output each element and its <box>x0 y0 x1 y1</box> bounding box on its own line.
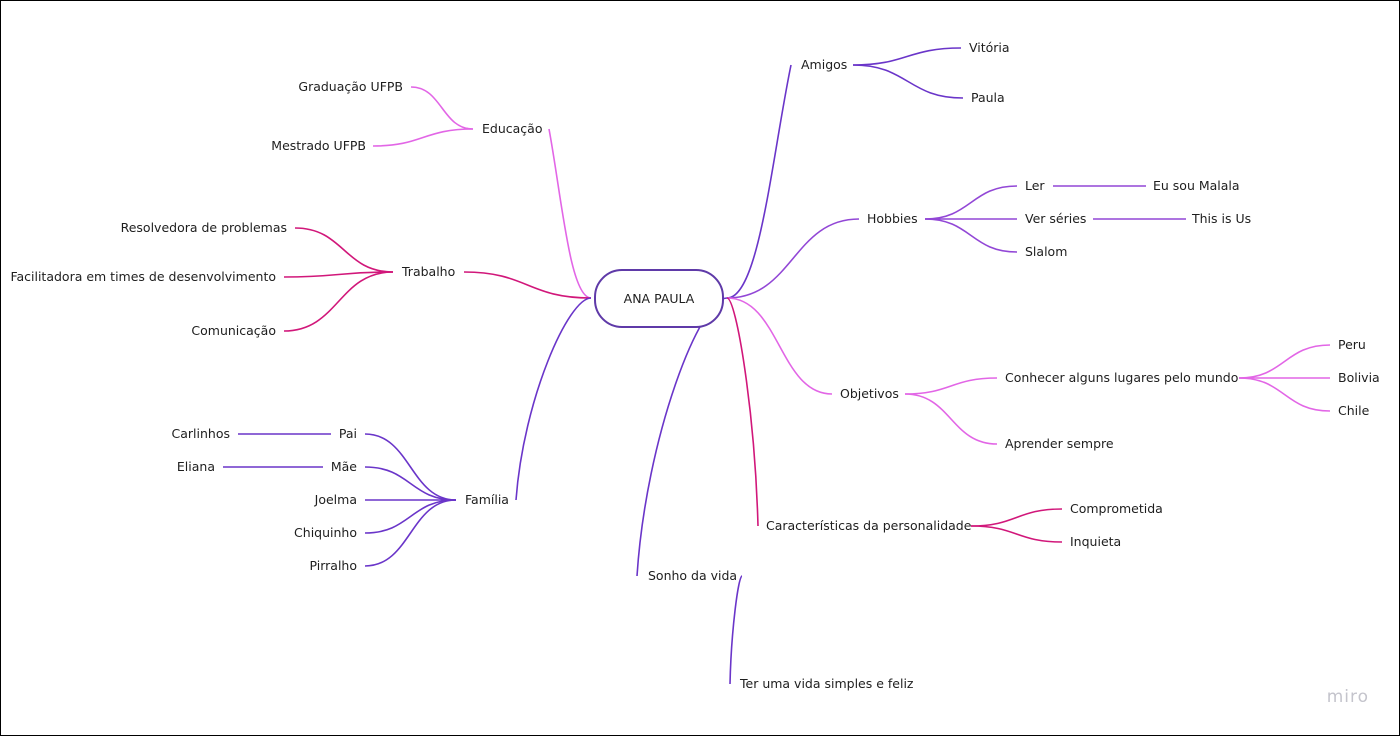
node-series[interactable]: Ver séries <box>1025 211 1087 226</box>
connector <box>726 297 759 527</box>
connector <box>515 297 592 501</box>
root-node[interactable]: ANA PAULA <box>594 269 724 328</box>
connector <box>924 218 1018 253</box>
connector <box>726 297 833 395</box>
connector <box>726 64 792 299</box>
connector <box>294 227 394 273</box>
node-graduacao[interactable]: Graduação UFPB <box>298 79 403 94</box>
connector <box>372 128 474 147</box>
node-slalom[interactable]: Slalom <box>1025 244 1068 259</box>
node-mestrado[interactable]: Mestrado UFPB <box>271 138 366 153</box>
node-hobbies[interactable]: Hobbies <box>867 211 918 226</box>
connector <box>904 393 998 445</box>
node-pirralho[interactable]: Pirralho <box>309 558 358 573</box>
node-ler[interactable]: Ler <box>1025 178 1045 193</box>
connector <box>283 271 394 332</box>
node-conhecer[interactable]: Conhecer alguns lugares pelo mundo <box>1005 370 1239 385</box>
node-facilitadora[interactable]: Facilitadora em times de desenvolvimento <box>10 269 276 284</box>
connector <box>364 466 457 501</box>
node-amigos[interactable]: Amigos <box>801 57 848 72</box>
connector <box>904 377 998 395</box>
node-carlinhos[interactable]: Carlinhos <box>171 426 230 441</box>
connector <box>463 271 592 299</box>
connector <box>364 499 457 567</box>
miro-logo: miro <box>1326 687 1369 707</box>
node-peru[interactable]: Peru <box>1338 337 1366 352</box>
node-joelma[interactable]: Joelma <box>314 492 357 507</box>
node-sonho[interactable]: Sonho da vida <box>648 568 738 583</box>
connector <box>970 508 1063 527</box>
connector <box>283 271 394 278</box>
node-mae[interactable]: Mãe <box>330 459 357 474</box>
node-chile[interactable]: Chile <box>1338 403 1370 418</box>
connector <box>729 575 743 685</box>
node-paula[interactable]: Paula <box>971 90 1005 105</box>
node-comunicacao[interactable]: Comunicação <box>191 323 276 338</box>
node-trabalho[interactable]: Trabalho <box>402 264 456 279</box>
connector <box>924 185 1018 220</box>
connector <box>364 433 457 501</box>
node-familia[interactable]: Família <box>465 492 509 507</box>
connector <box>1238 344 1331 379</box>
connector <box>364 499 457 534</box>
node-objetivos[interactable]: Objetivos <box>840 386 899 401</box>
node-malala[interactable]: Eu sou Malala <box>1153 178 1240 193</box>
node-vida[interactable]: Ter uma vida simples e feliz <box>740 676 914 691</box>
node-comprometida[interactable]: Comprometida <box>1070 501 1163 516</box>
root-node-label: ANA PAULA <box>623 291 695 306</box>
node-thisisus[interactable]: This is Us <box>1192 211 1252 226</box>
connector <box>636 297 728 577</box>
node-educacao[interactable]: Educação <box>482 121 543 136</box>
node-aprender[interactable]: Aprender sempre <box>1005 436 1114 451</box>
connector <box>726 218 860 299</box>
connector <box>852 47 962 66</box>
connector <box>852 64 964 99</box>
connector <box>970 525 1063 543</box>
connector <box>1238 377 1331 412</box>
node-pai[interactable]: Pai <box>338 426 357 441</box>
node-vitoria[interactable]: Vitória <box>969 40 1010 55</box>
connector <box>410 86 474 130</box>
node-resolvedora[interactable]: Resolvedora de problemas <box>120 220 287 235</box>
node-eliana[interactable]: Eliana <box>176 459 215 474</box>
node-caracteristicas[interactable]: Características da personalidade <box>766 518 972 533</box>
node-chiquinho[interactable]: Chiquinho <box>294 525 357 540</box>
node-inquieta[interactable]: Inquieta <box>1070 534 1122 549</box>
node-bolivia[interactable]: Bolivia <box>1338 370 1380 385</box>
connector <box>548 128 592 299</box>
